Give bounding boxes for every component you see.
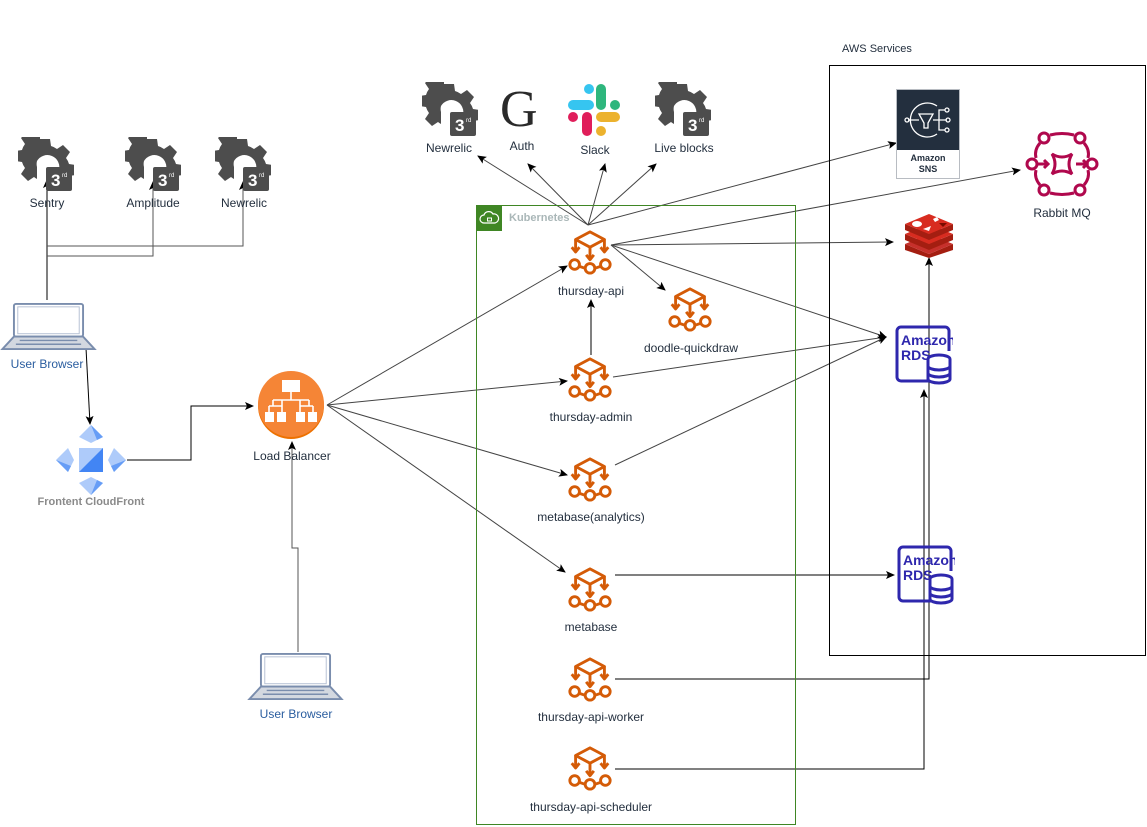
kubernetes-service-icon [566,228,614,276]
kubernetes-service-icon [566,455,614,503]
load-balancer-label: Load Balancer [253,449,331,463]
google-g-icon: G [500,81,538,138]
edge-browser2-lb [288,441,299,652]
rds-metabase-node[interactable] [895,545,955,608]
edge-cloudfront-lb [127,402,254,461]
user-browser-top-label: User Browser [10,357,84,371]
newrelic-top-label: Newrelic [425,141,473,155]
redis-node[interactable] [903,214,955,261]
sns-icon [897,90,959,150]
edge-api-rds [610,244,887,339]
cloudfront-node[interactable] [56,425,126,498]
liveblocks-label: Live blocks [654,141,714,155]
thursday-api-node[interactable] [566,228,614,279]
amplitude-node[interactable] [125,137,181,196]
liveblocks-node[interactable] [655,82,711,141]
thursday-admin-node[interactable] [566,355,614,406]
metabase-analytics-node[interactable] [566,455,614,506]
edge-lb-metabase [326,404,566,573]
doodle-quickdraw-label: doodle-quickdraw [643,341,739,355]
edge-admin-rds [612,334,887,378]
edge-browser-cloudfront [85,347,94,425]
edge-lb-api [326,265,568,406]
third-party-gear-icon [422,82,478,138]
edge-browser-amplitude [47,181,157,257]
auth-node[interactable]: G [498,81,546,138]
user-browser-top-node[interactable] [0,303,97,354]
rabbitmq-label: Rabbit MQ [1033,206,1091,220]
edge-api-auth [527,163,589,226]
sns-label-line2: SNS [918,164,938,174]
edge-lb-metabase-analytics [326,404,568,477]
cloudfront-label: Frontent CloudFront [37,496,145,508]
rabbitmq-node[interactable] [1024,130,1100,201]
edge-analytics-rds [614,336,887,466]
kubernetes-title: Kubernetes [509,212,570,224]
thursday-api-scheduler-node[interactable] [566,744,614,795]
newrelic-left-label: Newrelic [220,196,268,210]
kubernetes-service-icon [566,565,614,613]
svg-text:G: G [500,82,538,134]
edge-browser-newrelic [47,181,247,247]
rds-icon [895,545,955,605]
sns-label-line1: Amazon [910,153,946,163]
edge-worker-redis [615,257,933,680]
sentry-node[interactable] [18,137,74,196]
kubernetes-container: Kubernetes [476,205,796,825]
thursday-api-worker-node[interactable] [566,655,614,706]
rds-main-node[interactable] [893,325,953,388]
cloudfront-icon [56,425,126,495]
edge-api-slack [587,163,607,226]
edge-api-doodle [610,244,666,291]
slack-icon [568,84,620,136]
sns-node[interactable]: Amazon SNS [896,89,960,179]
newrelic-left-node[interactable] [215,137,271,196]
kubernetes-service-icon [566,655,614,703]
thursday-admin-label: thursday-admin [549,410,633,424]
auth-label: Auth [509,139,535,153]
kubernetes-service-icon [666,285,714,333]
edge-api-sns [587,141,897,226]
thursday-api-scheduler-label: thursday-api-scheduler [529,800,653,814]
rabbitmq-icon [1025,131,1099,197]
laptop-icon [247,653,344,701]
edge-lb-admin [326,377,568,406]
user-browser-bottom-node[interactable] [247,653,344,704]
slack-label: Slack [580,143,610,157]
third-party-gear-icon [125,137,181,193]
thursday-api-worker-label: thursday-api-worker [537,710,645,724]
metabase-analytics-label: metabase(analytics) [537,510,645,524]
thursday-api-label: thursday-api [557,284,625,298]
user-browser-bottom-label: User Browser [259,707,333,721]
load-balancer-node[interactable] [256,370,326,443]
rds-icon [893,325,953,385]
metabase-label: metabase [564,620,618,634]
edge-api-rabbitmq [610,167,1021,246]
laptop-icon [0,303,97,351]
newrelic-top-node[interactable] [422,82,478,141]
slack-node[interactable] [565,81,623,142]
amplitude-label: Amplitude [126,196,180,210]
third-party-gear-icon [215,137,271,193]
doodle-quickdraw-node[interactable] [666,285,714,336]
edge-api-liveblocks [587,163,657,226]
redis-icon [905,214,953,258]
aws-services-title: AWS Services [842,43,912,55]
aws-services-container [829,65,1146,656]
third-party-gear-icon [655,82,711,138]
edge-api-redis [610,238,894,247]
edge-scheduler-rds [615,389,928,770]
third-party-gear-icon [18,137,74,193]
kubernetes-cloud-lock-icon [477,206,502,231]
kubernetes-service-icon [566,744,614,792]
sentry-label: Sentry [29,196,65,210]
metabase-node[interactable] [566,565,614,616]
load-balancer-icon [258,371,324,439]
kubernetes-service-icon [566,355,614,403]
edge-api-newrelic [477,155,589,226]
